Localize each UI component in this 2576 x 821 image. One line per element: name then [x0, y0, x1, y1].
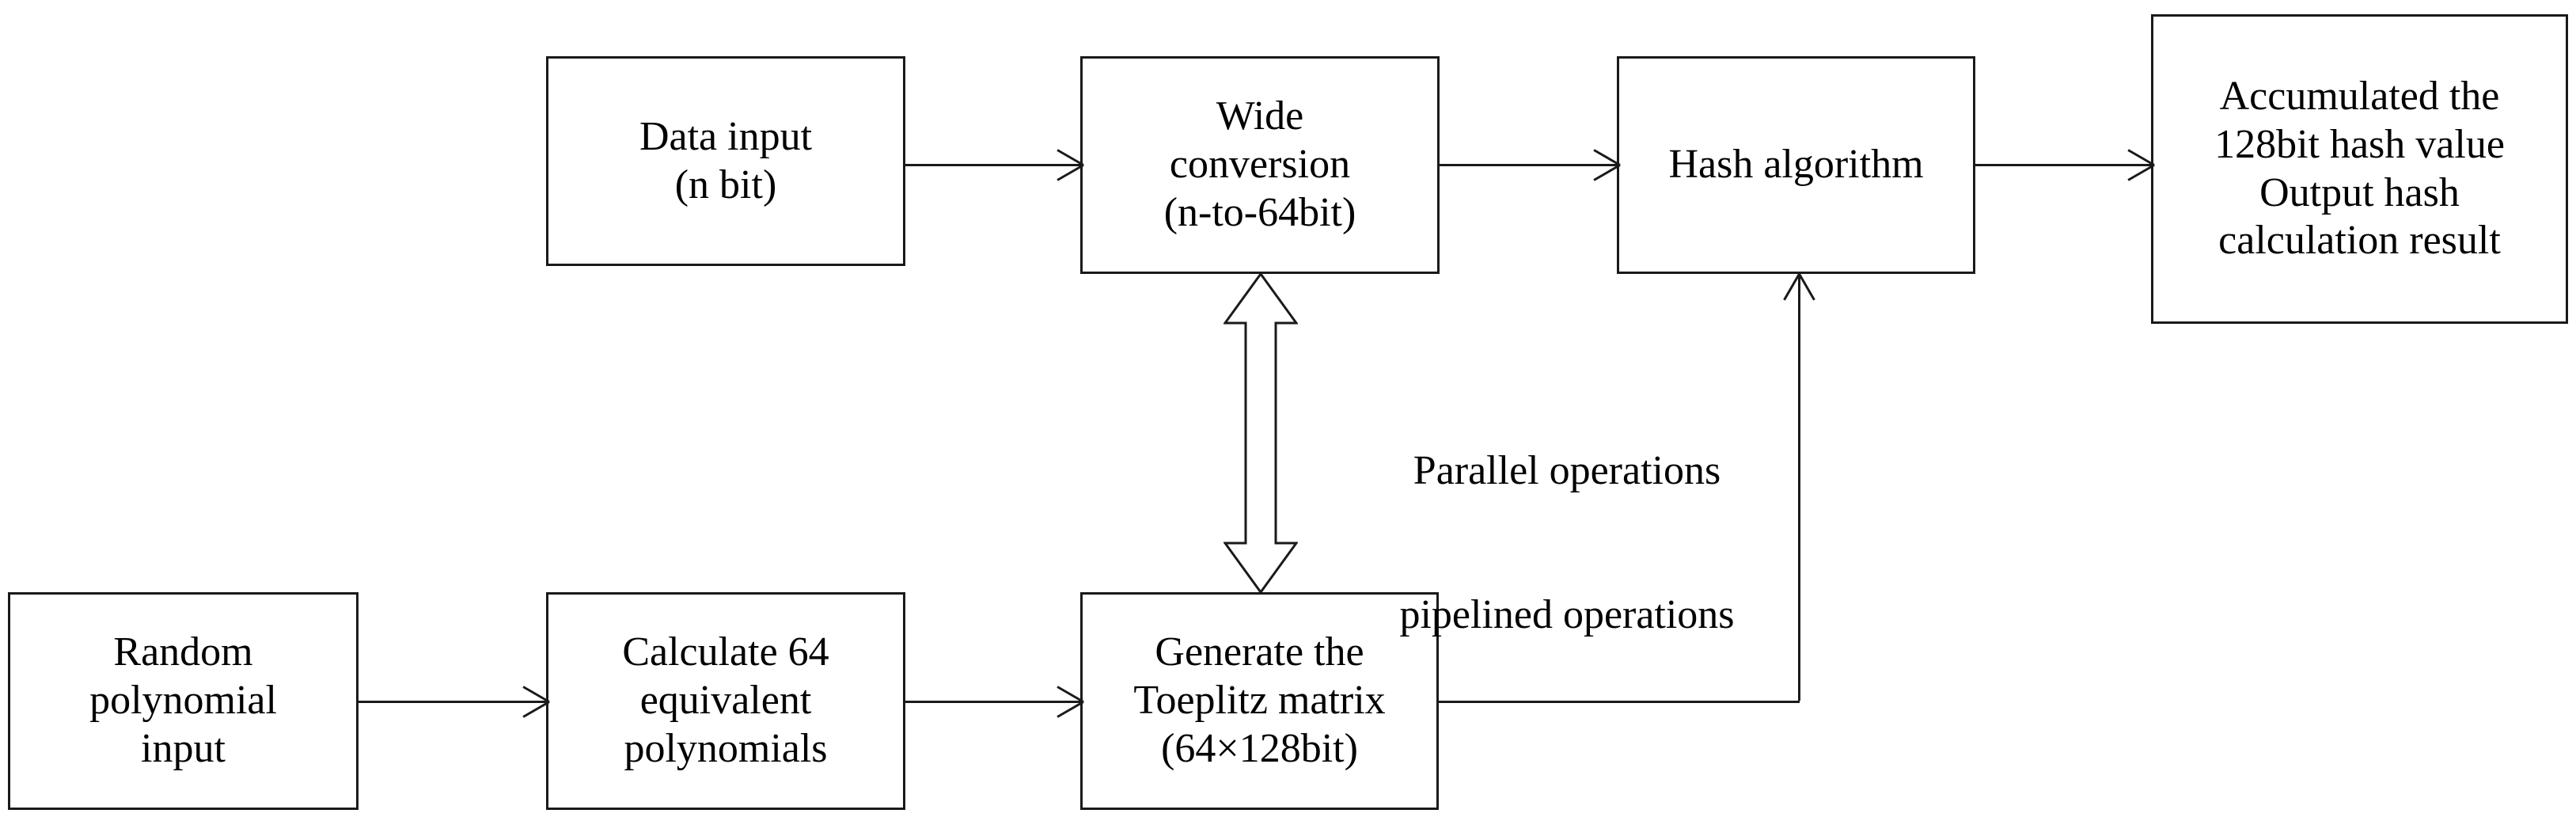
- node-wide-conversion-line-3: (n-to-64bit): [1163, 189, 1356, 235]
- node-wide-conversion[interactable]: Wide conversion (n-to-64bit): [1080, 56, 1440, 274]
- edge-hash-to-accumulated: [1975, 164, 2151, 166]
- label-parallel-pipelined-line-1: Parallel operations: [1413, 447, 1721, 493]
- node-accumulated-output-line-4: calculation result: [2218, 218, 2501, 264]
- node-data-input-line-2: (n bit): [674, 162, 777, 207]
- node-accumulated-output-line-2: 128bit hash value: [2214, 121, 2505, 167]
- node-data-input-line-1: Data input: [639, 113, 813, 159]
- node-generate-toeplitz-matrix-line-3: (64×128bit): [1161, 725, 1358, 771]
- node-accumulated-output-line-3: Output hash: [2259, 169, 2460, 215]
- node-calculate-64-equivalent-line-2: equivalent: [639, 678, 812, 724]
- edge-toeplitz-to-hash-horizontal: [1439, 701, 1800, 703]
- edge-wide-conversion-to-hash: [1440, 164, 1617, 166]
- node-data-input[interactable]: Data input (n bit): [546, 56, 905, 266]
- label-parallel-pipelined-line-2: pipelined operations: [1399, 592, 1735, 638]
- node-calculate-64-equivalent-line-3: polynomials: [624, 725, 828, 771]
- node-generate-toeplitz-matrix-line-2: Toeplitz matrix: [1133, 678, 1386, 724]
- node-generate-toeplitz-matrix[interactable]: Generate the Toeplitz matrix (64×128bit): [1080, 592, 1439, 810]
- node-wide-conversion-line-2: conversion: [1169, 142, 1351, 188]
- bidirectional-hollow-arrow-wide-conversion-toeplitz: [1224, 274, 1298, 592]
- node-random-polynomial-input-line-2: polynomial: [89, 678, 277, 724]
- node-calculate-64-equivalent-line-1: Calculate 64: [622, 629, 829, 675]
- node-accumulated-output-line-1: Accumulated the: [2219, 73, 2500, 119]
- node-random-polynomial-input-line-1: Random: [113, 629, 253, 675]
- label-parallel-pipelined-operations: Parallel operations pipelined operations: [1345, 351, 1789, 736]
- edge-random-poly-to-calculate64: [359, 701, 546, 703]
- node-random-polynomial-input[interactable]: Random polynomial input: [8, 592, 359, 810]
- node-generate-toeplitz-matrix-line-1: Generate the: [1155, 629, 1364, 675]
- node-hash-algorithm-line-1: Hash algorithm: [1668, 142, 1924, 188]
- node-calculate-64-equivalent[interactable]: Calculate 64 equivalent polynomials: [546, 592, 905, 810]
- node-wide-conversion-line-1: Wide: [1216, 93, 1304, 139]
- node-random-polynomial-input-line-3: input: [141, 725, 226, 771]
- node-accumulated-output[interactable]: Accumulated the 128bit hash value Output…: [2151, 14, 2568, 324]
- edge-toeplitz-to-hash-vertical: [1798, 274, 1800, 701]
- node-hash-algorithm[interactable]: Hash algorithm: [1617, 56, 1975, 274]
- edge-data-input-to-wide-conversion: [905, 164, 1080, 166]
- edge-calculate64-to-toeplitz: [905, 701, 1080, 703]
